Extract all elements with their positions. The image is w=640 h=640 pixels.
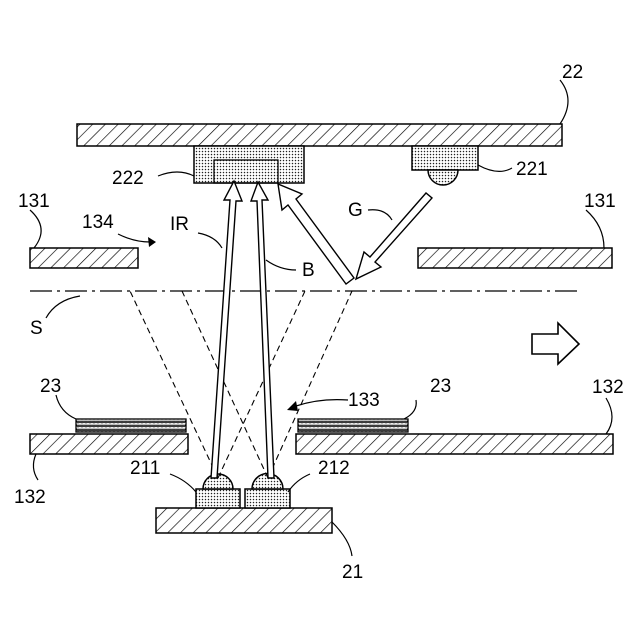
label-b: B — [302, 260, 315, 281]
upper-guide-right-131 — [418, 248, 612, 268]
label-23-right: 23 — [430, 376, 451, 397]
label-211: 211 — [130, 458, 160, 479]
ir-beam-arrow-left — [211, 181, 242, 478]
leader-21 — [332, 522, 352, 556]
label-ir: IR — [170, 214, 189, 235]
lower-guide-left-132 — [30, 434, 188, 454]
label-23-left: 23 — [40, 376, 61, 397]
leader-221 — [478, 165, 512, 171]
label-131-left: 131 — [18, 191, 50, 212]
leader-211 — [170, 474, 196, 492]
leader-212 — [288, 474, 310, 492]
leader-134 — [118, 234, 150, 242]
leader-133-arrowhead — [287, 401, 298, 411]
label-212: 212 — [318, 458, 350, 479]
label-133: 133 — [348, 390, 380, 411]
ir-beam-arrow-right — [251, 182, 274, 478]
label-222: 222 — [112, 168, 144, 189]
leader-132-right — [606, 398, 612, 434]
leader-222 — [158, 172, 194, 176]
emitter-211 — [196, 489, 240, 508]
label-131-right: 131 — [584, 191, 616, 212]
emitter-lens-211 — [203, 474, 233, 489]
leader-g — [368, 210, 392, 220]
leader-134-arrowhead — [148, 237, 156, 247]
emitter-212 — [245, 489, 290, 508]
light-receiver-222 — [194, 146, 304, 183]
leader-s — [46, 296, 80, 318]
light-emitter-221 — [412, 146, 478, 170]
label-132-right: 132 — [592, 377, 624, 398]
board-22 — [77, 124, 562, 146]
label-s: S — [30, 318, 43, 339]
upper-guide-left-131 — [30, 248, 138, 268]
member-left-23 — [76, 419, 186, 432]
leader-23-left — [56, 395, 76, 419]
label-21: 21 — [342, 562, 363, 583]
leader-b — [266, 260, 296, 270]
label-134: 134 — [82, 212, 114, 233]
lower-guide-right-132 — [296, 434, 613, 454]
leader-ir — [198, 233, 222, 248]
board-21 — [156, 508, 332, 533]
leader-131-right — [586, 210, 604, 248]
leader-132-left — [33, 454, 38, 480]
leader-23-right — [404, 400, 416, 419]
label-221: 221 — [516, 159, 548, 180]
leader-133 — [296, 400, 348, 406]
label-22: 22 — [562, 62, 583, 83]
emitter-lens-221 — [428, 170, 458, 185]
label-g: G — [348, 200, 363, 221]
leader-22 — [560, 80, 568, 124]
label-132-left: 132 — [14, 487, 46, 508]
member-right-23 — [298, 419, 408, 432]
leader-131-left — [30, 210, 41, 248]
right-arrow-outline-icon — [532, 323, 579, 364]
